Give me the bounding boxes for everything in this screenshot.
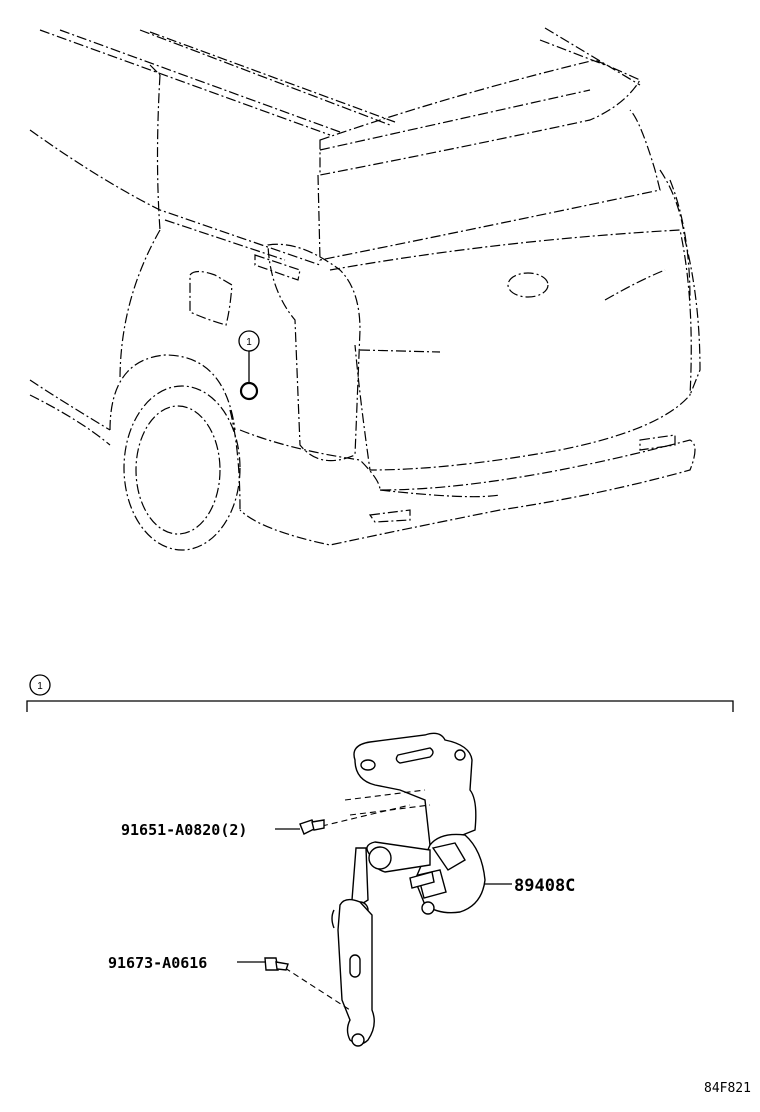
section-header: 1 <box>26 674 734 712</box>
part-number-89408c: 89408C <box>514 876 575 896</box>
screw-icon <box>264 957 289 971</box>
vehicle-outline <box>29 27 701 551</box>
part-number-91651: 91651-A0820(2) <box>121 821 247 839</box>
part-number-91673: 91673-A0616 <box>108 954 207 972</box>
diagram-code: 84F821 <box>704 1081 751 1096</box>
section-label-1: 1 <box>37 681 43 692</box>
bolt-icon <box>299 819 325 835</box>
location-callout: 1 <box>238 330 260 401</box>
fastener-guides <box>284 789 431 1011</box>
callout-label-1: 1 <box>246 337 252 348</box>
height-sensor-assembly <box>331 732 486 1047</box>
